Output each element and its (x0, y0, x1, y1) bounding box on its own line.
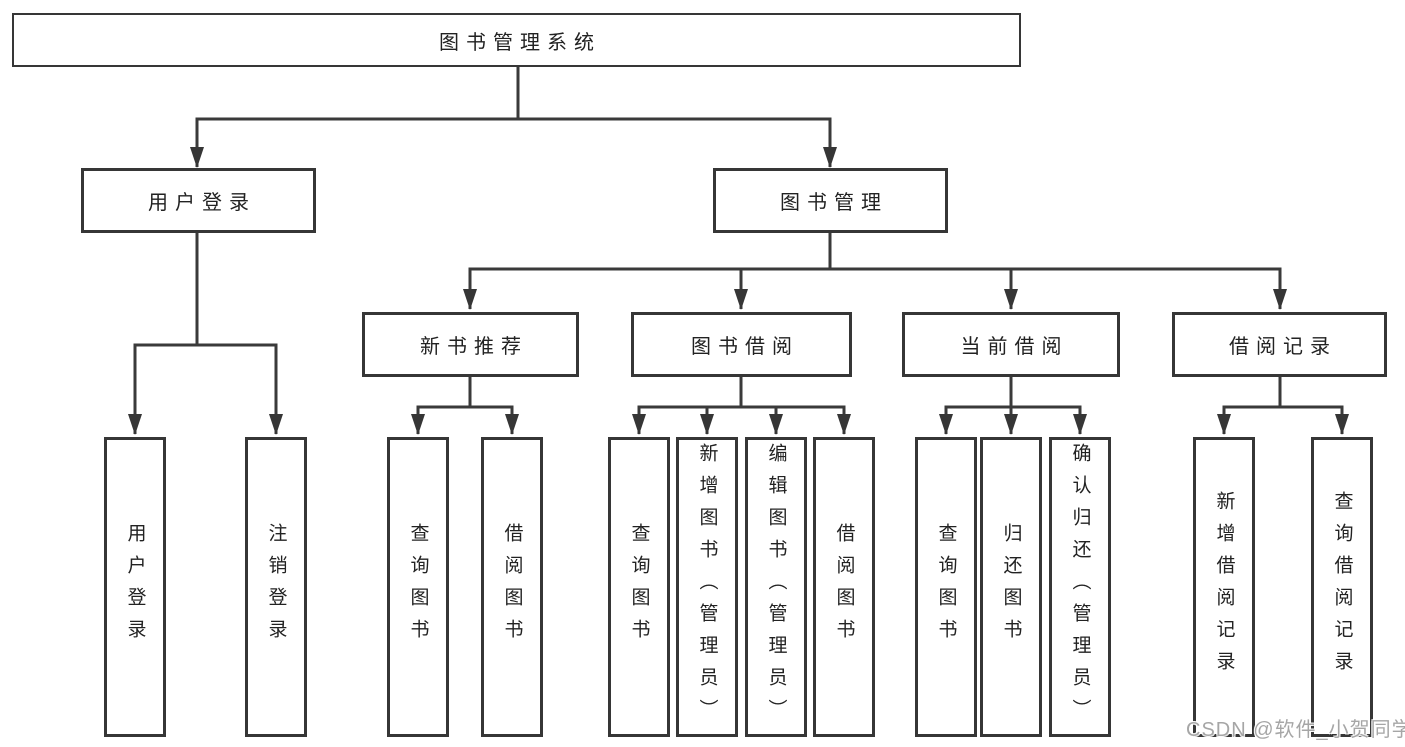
leaf-cb-return-books: 归还图书 (980, 437, 1042, 737)
leaf-bb-add-books-admin-label: 新增图书（管理员） (696, 443, 718, 731)
node-book-management-label: 图书管理 (780, 192, 888, 214)
node-user-login: 用户登录 (81, 168, 316, 233)
leaf-cb-query-books: 查询图书 (915, 437, 977, 737)
leaf-bb-query-books: 查询图书 (608, 437, 670, 737)
node-current-borrow: 当前借阅 (902, 312, 1120, 377)
leaf-user-login: 用户登录 (104, 437, 166, 737)
leaf-logout: 注销登录 (245, 437, 307, 737)
node-book-management: 图书管理 (713, 168, 948, 233)
leaf-nb-borrow-books: 借阅图书 (481, 437, 543, 737)
leaf-br-add-record: 新增借阅记录 (1193, 437, 1255, 737)
node-new-book-recommend: 新书推荐 (362, 312, 579, 377)
node-book-borrow: 图书借阅 (631, 312, 852, 377)
leaf-br-query-record-label: 查询借阅记录 (1331, 491, 1353, 683)
leaf-bb-borrow-books: 借阅图书 (813, 437, 875, 737)
leaf-bb-query-books-label: 查询图书 (628, 523, 650, 651)
leaf-bb-edit-books-admin: 编辑图书（管理员） (745, 437, 807, 737)
node-current-borrow-label: 当前借阅 (960, 336, 1069, 358)
leaf-nb-query-books: 查询图书 (387, 437, 449, 737)
leaf-cb-return-books-label: 归还图书 (1000, 523, 1022, 651)
leaf-bb-edit-books-admin-label: 编辑图书（管理员） (765, 443, 787, 731)
leaf-cb-query-books-label: 查询图书 (935, 523, 957, 651)
leaf-cb-confirm-return-admin-label: 确认归还（管理员） (1069, 443, 1091, 731)
leaf-br-add-record-label: 新增借阅记录 (1213, 491, 1235, 683)
leaf-cb-confirm-return-admin: 确认归还（管理员） (1049, 437, 1111, 737)
csdn-watermark: CSDN @软件_小贺同学 (1186, 719, 1405, 741)
leaf-bb-borrow-books-label: 借阅图书 (833, 523, 855, 651)
leaf-br-query-record: 查询借阅记录 (1311, 437, 1373, 737)
node-borrow-records-label: 借阅记录 (1229, 336, 1337, 358)
leaf-nb-query-books-label: 查询图书 (407, 523, 429, 651)
node-book-borrow-label: 图书借阅 (691, 336, 799, 358)
leaf-bb-add-books-admin: 新增图书（管理员） (676, 437, 738, 737)
node-borrow-records: 借阅记录 (1172, 312, 1387, 377)
node-user-login-label: 用户登录 (148, 192, 256, 214)
node-root: 图书管理系统 (12, 13, 1021, 67)
leaf-logout-label: 注销登录 (265, 523, 287, 651)
leaf-nb-borrow-books-label: 借阅图书 (501, 523, 523, 651)
node-new-book-recommend-label: 新书推荐 (420, 336, 528, 358)
node-root-label: 图书管理系统 (439, 31, 601, 54)
leaf-user-login-label: 用户登录 (124, 523, 146, 651)
